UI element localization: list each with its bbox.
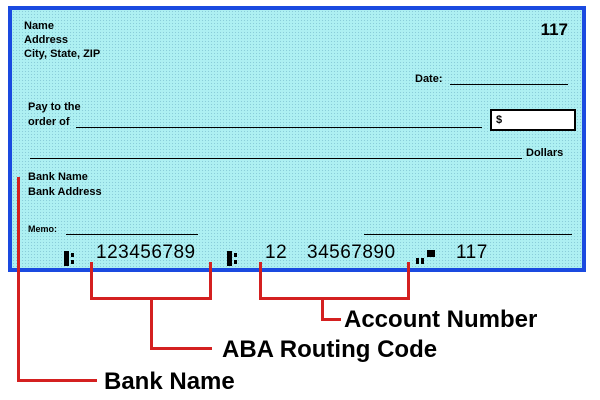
check-number: 117	[540, 20, 568, 39]
micr-account-part1: 12	[265, 242, 288, 263]
payer-name: Name	[24, 20, 54, 32]
bank-name-label: Bank Name	[104, 368, 235, 395]
on-us-symbol-dash-2	[421, 258, 424, 264]
pay-to-label-line2: order of	[28, 116, 70, 128]
routing-code-label: ABA Routing Code	[222, 336, 438, 363]
bank-name: Bank Name	[28, 171, 88, 183]
on-us-symbol-dash-1	[416, 258, 419, 264]
account-callout-horizontal	[321, 318, 341, 321]
account-bracket-left	[259, 262, 262, 299]
micr-routing-number: 123456789	[96, 242, 196, 263]
transit-symbol-bar-2	[227, 251, 232, 266]
transit-symbol-dot-bottom-2	[234, 260, 237, 264]
account-bracket-bottom	[259, 297, 410, 300]
routing-bracket-right	[209, 262, 212, 299]
bank-name-callout-vertical	[17, 177, 20, 381]
date-line	[450, 84, 568, 85]
transit-symbol-dot-top	[71, 253, 74, 257]
dollars-label: Dollars	[526, 147, 564, 159]
routing-bracket-left	[90, 262, 93, 299]
transit-symbol-dot-bottom	[71, 260, 74, 264]
micr-check-number: 117	[456, 242, 488, 263]
amount-words-line	[30, 158, 522, 159]
memo-label: Memo:	[28, 224, 57, 234]
micr-account-part2: 34567890	[307, 242, 396, 263]
on-us-symbol-block	[427, 250, 435, 257]
transit-symbol-bar	[64, 251, 69, 266]
payer-address: Address	[24, 34, 69, 46]
routing-callout-horizontal	[150, 347, 212, 350]
bank-address: Bank Address	[28, 186, 102, 198]
bank-name-callout-horizontal	[17, 379, 97, 382]
pay-to-label-line1: Pay to the	[28, 101, 81, 113]
account-callout-vertical	[321, 297, 324, 320]
amount-box: $	[490, 109, 576, 131]
payer-city-state-zip: City, State, ZIP	[24, 48, 101, 60]
account-number-label: Account Number	[344, 306, 538, 333]
date-label: Date:	[415, 73, 443, 85]
memo-line	[66, 234, 198, 235]
signature-line	[364, 234, 572, 235]
transit-symbol-dot-top-2	[234, 253, 237, 257]
currency-symbol: $	[496, 114, 503, 126]
payee-line	[76, 127, 482, 128]
routing-callout-vertical	[150, 297, 153, 349]
check: Name Address City, State, ZIP 117 Date: …	[8, 6, 586, 272]
account-bracket-right	[407, 262, 410, 299]
